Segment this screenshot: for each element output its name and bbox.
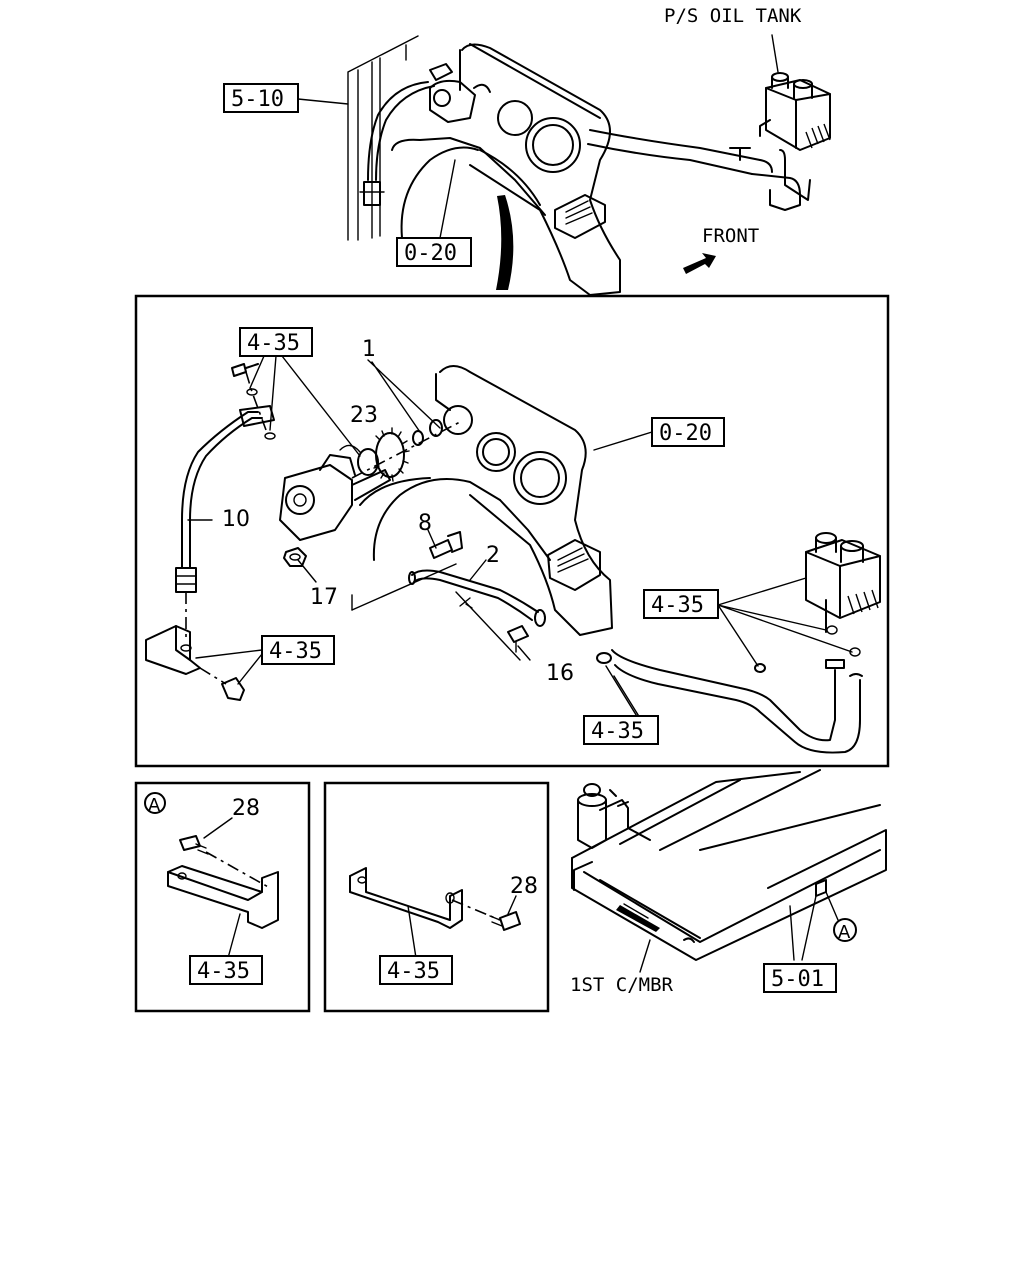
svg-text:4-35: 4-35 <box>387 959 440 984</box>
ref-0-20-inner: 0-20 <box>651 417 725 447</box>
part-17-label: 17 <box>310 585 338 610</box>
part-10-label: 10 <box>222 507 250 532</box>
frame-crossmember <box>571 769 887 973</box>
part-8-label: 8 <box>418 511 432 536</box>
ref-4-35-upper: 4-35 <box>239 327 313 357</box>
ref-4-35-panel-b: 4-35 <box>379 955 453 985</box>
detail-panel-a <box>134 781 311 1013</box>
part-28-label-b: 28 <box>510 874 538 899</box>
panel-a-drawing <box>144 792 279 959</box>
front-label: FRONT <box>702 225 759 247</box>
svg-text:0-20: 0-20 <box>404 241 457 266</box>
ps-oil-tank-label: P/S OIL TANK <box>664 5 802 27</box>
svg-text:4-35: 4-35 <box>247 331 300 356</box>
svg-text:4-35: 4-35 <box>591 719 644 744</box>
svg-text:4-35: 4-35 <box>197 959 250 984</box>
gear-23 <box>373 427 410 482</box>
svg-text:4-35: 4-35 <box>269 639 322 664</box>
part-28-label-a: 28 <box>232 796 260 821</box>
svg-text:5-10: 5-10 <box>231 87 284 112</box>
part-16-label: 16 <box>546 661 574 686</box>
ref-5-01: 5-01 <box>763 963 837 993</box>
ref-4-35-bottom: 4-35 <box>583 715 659 745</box>
engine-detail <box>145 355 881 754</box>
svg-text:4-35: 4-35 <box>651 593 704 618</box>
ref-4-35-panel-a: 4-35 <box>189 955 263 985</box>
detail-panel <box>134 294 890 768</box>
ref-4-35-right: 4-35 <box>643 589 719 619</box>
part-23-label: 23 <box>350 403 378 428</box>
circle-a-label: A <box>148 795 161 816</box>
svg-text:5-01: 5-01 <box>771 967 824 992</box>
ref-4-35-left: 4-35 <box>261 635 335 665</box>
engine-overview <box>297 34 831 296</box>
part-1-label: 1 <box>362 337 376 362</box>
svg-text:0-20: 0-20 <box>659 421 712 446</box>
detail-panel-b <box>323 781 550 1013</box>
first-cross-member-label: 1ST C/MBR <box>570 974 674 996</box>
ref-0-20-top: 0-20 <box>396 237 472 267</box>
panel-b-drawing <box>349 867 521 959</box>
circle-a-label-frame: A <box>838 922 851 943</box>
ref-5-10: 5-10 <box>223 83 299 113</box>
part-2-label: 2 <box>486 543 500 568</box>
